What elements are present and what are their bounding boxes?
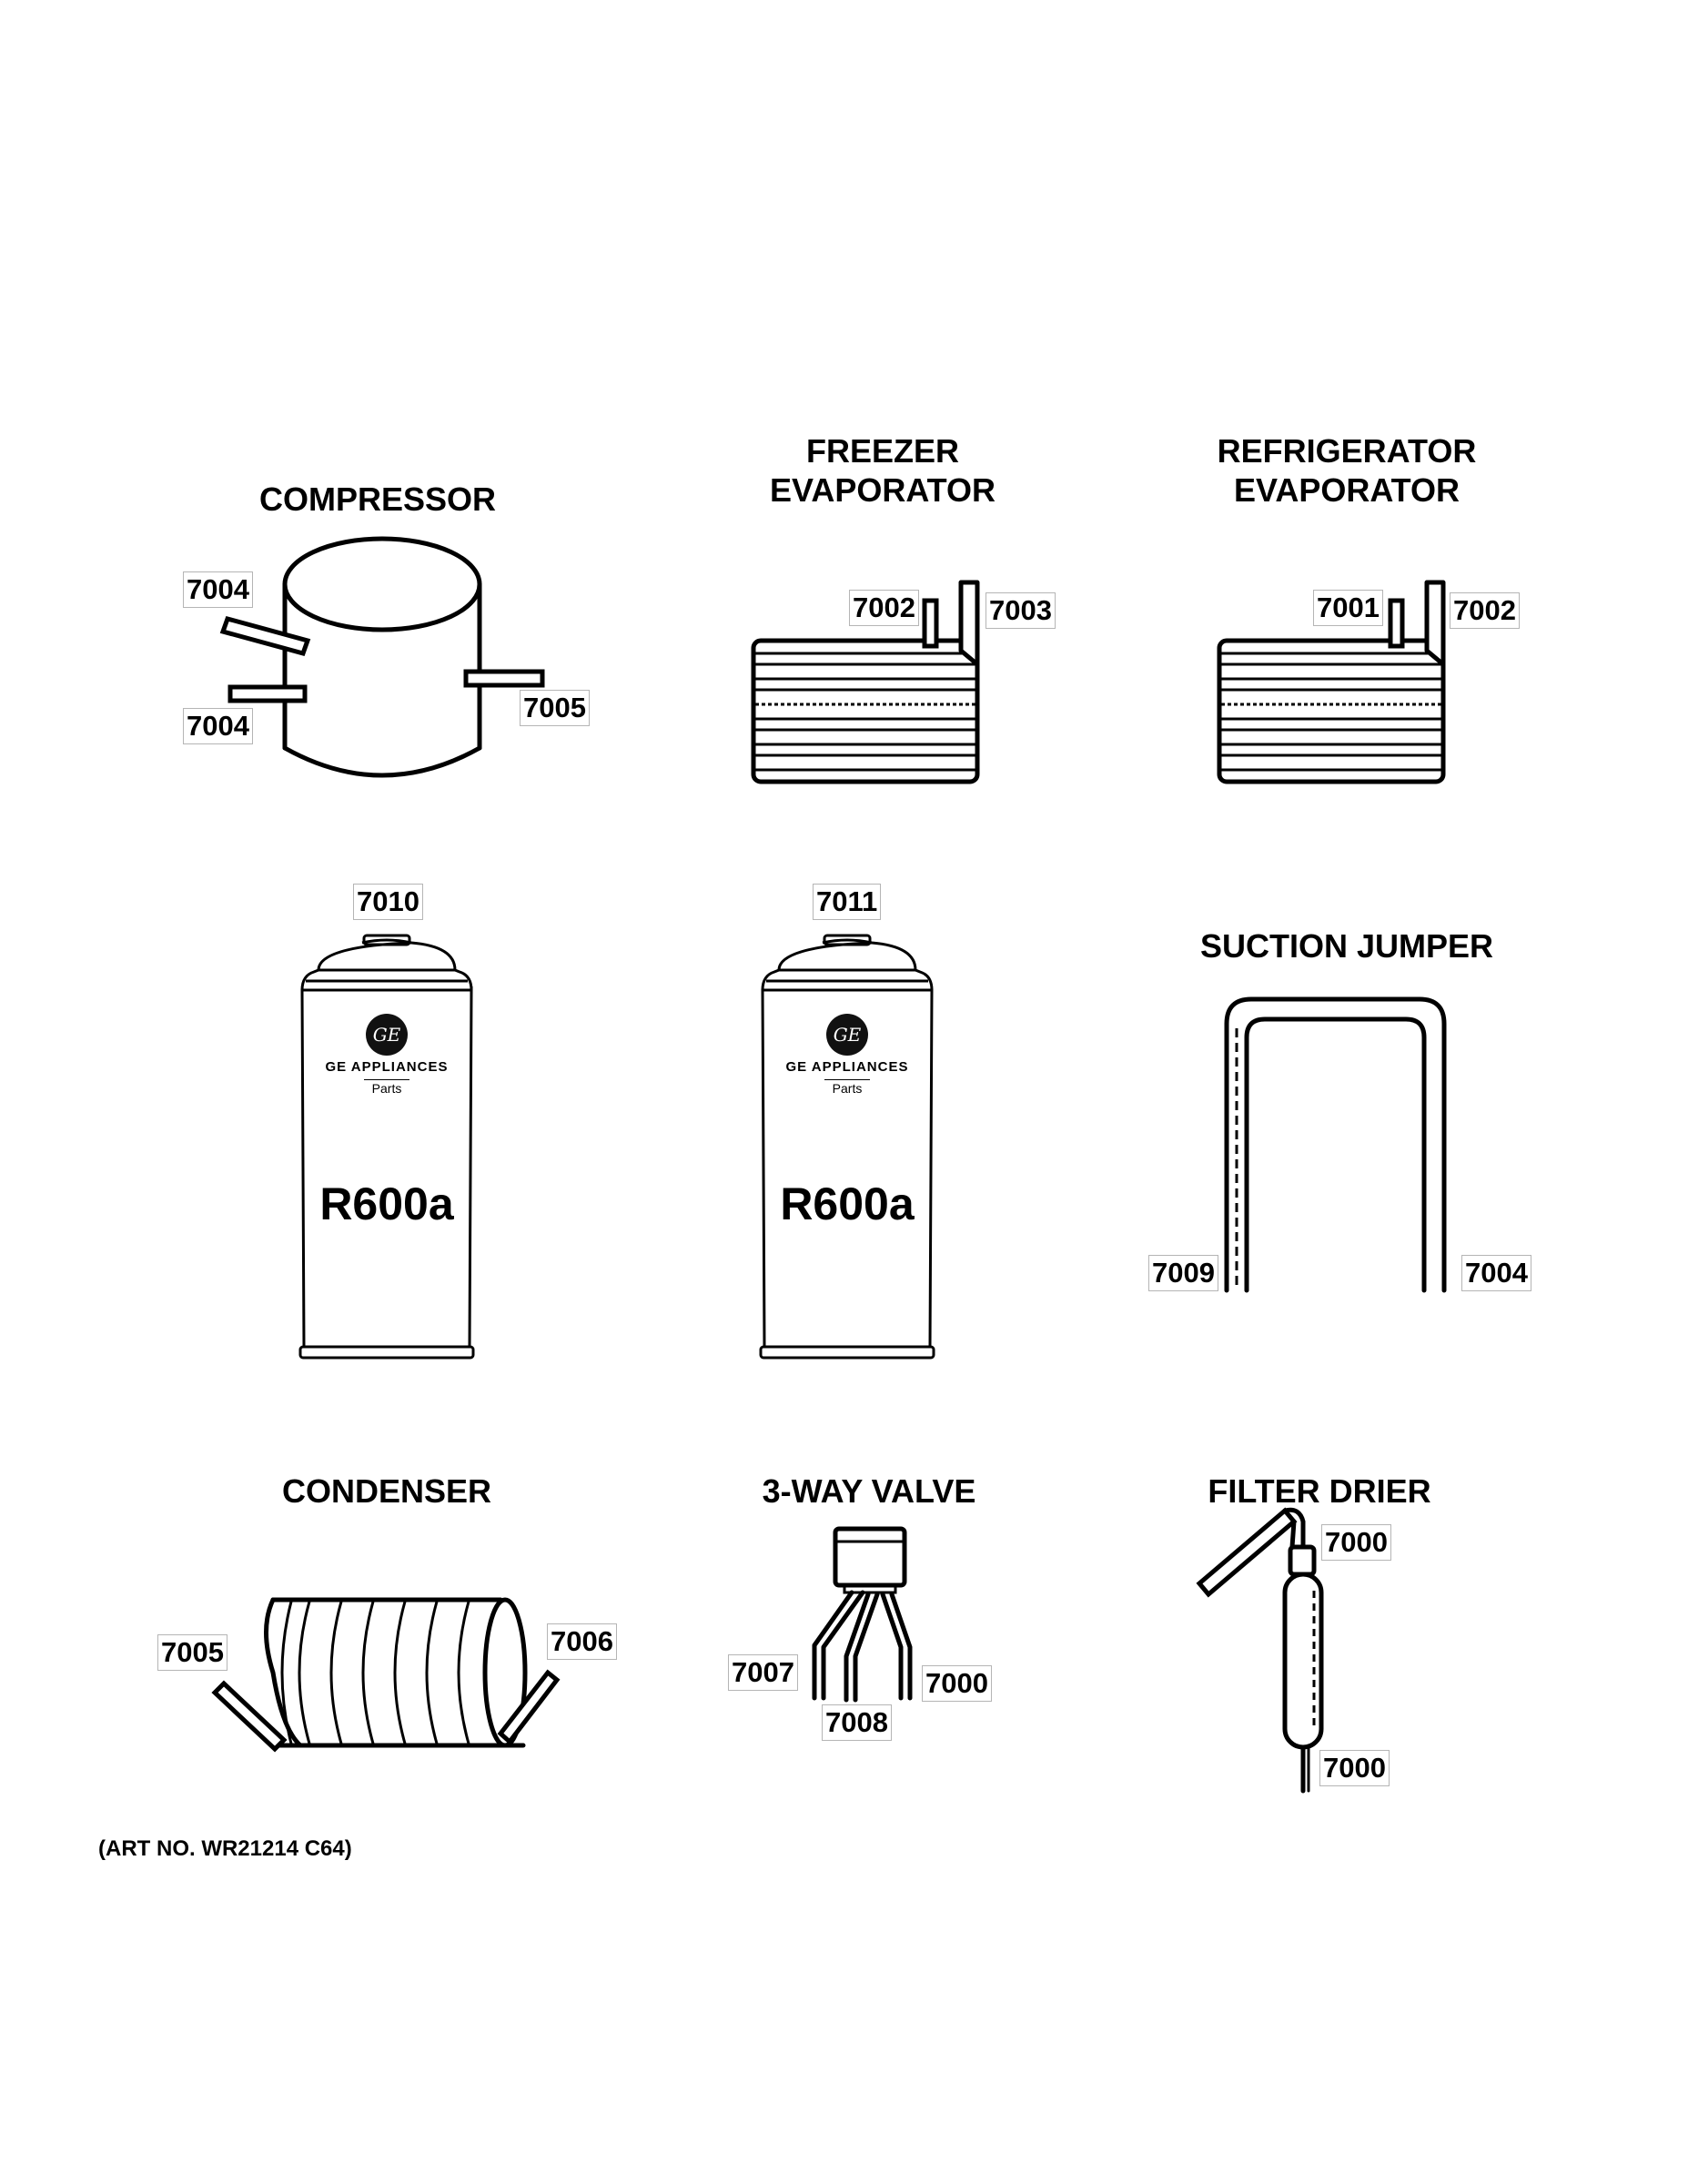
callout-refrigerator-outlet: 7002	[1450, 592, 1520, 629]
freezer-evaporator-title: FREEZER EVAPORATOR	[746, 431, 1019, 510]
freezer-evaporator-title-line1: FREEZER	[805, 432, 959, 470]
callout-freezer-inlet: 7002	[849, 590, 919, 626]
compressor-title: COMPRESSOR	[258, 480, 497, 518]
callout-jumper-left: 7009	[1148, 1255, 1218, 1291]
callout-compressor-lower: 7004	[183, 708, 253, 744]
three-way-valve-body	[833, 1526, 907, 1594]
refrigerator-evaporator-title-line1: REFRIGERATOR	[1217, 432, 1477, 470]
callout-jumper-right: 7004	[1461, 1255, 1531, 1291]
three-way-valve-port-right	[880, 1592, 913, 1701]
condenser-tube-left	[211, 1680, 288, 1753]
art-number: (ART NO. WR21214 C64)	[98, 1836, 352, 1861]
refrigerant-can-middle-body	[759, 934, 935, 1360]
callout-condenser-left: 7005	[157, 1634, 227, 1671]
filter-drier-body	[1282, 1544, 1324, 1750]
suction-jumper-tube	[1224, 996, 1447, 1293]
suction-jumper-title: SUCTION JUMPER	[1199, 927, 1494, 965]
callout-valve-middle: 7008	[822, 1704, 892, 1741]
freezer-evaporator-outlet-tube	[958, 580, 980, 667]
ge-logo-icon: GE	[826, 1014, 868, 1056]
callout-valve-left: 7007	[728, 1654, 798, 1691]
refrigerator-evaporator-title-line2: EVAPORATOR	[1233, 471, 1461, 509]
freezer-evaporator-title-line2: EVAPORATOR	[769, 471, 996, 509]
can-middle-sub: Parts	[832, 1081, 863, 1096]
compressor-tube-upper-left	[219, 615, 311, 657]
callout-refrigerator-inlet: 7001	[1313, 590, 1383, 626]
callout-condenser-right: 7006	[547, 1623, 617, 1660]
refrigerator-evaporator-inlet-tube	[1388, 598, 1405, 649]
callout-can-middle: 7011	[813, 884, 882, 920]
compressor-tube-lower-left	[227, 684, 308, 703]
refrigerator-evaporator-title: REFRIGERATOR EVAPORATOR	[1201, 431, 1492, 510]
callout-can-left: 7010	[353, 884, 423, 920]
freezer-evaporator-inlet-tube	[922, 598, 939, 649]
callout-drier-top: 7000	[1321, 1524, 1391, 1561]
can-middle-refrigerant: R600a	[780, 1178, 915, 1229]
callout-valve-right: 7000	[922, 1665, 992, 1702]
can-left-sub: Parts	[371, 1081, 402, 1096]
compressor-tube-right	[463, 669, 545, 688]
condenser-coil	[264, 1597, 528, 1748]
refrigerator-evaporator-coil	[1217, 638, 1446, 784]
callout-freezer-outlet: 7003	[986, 592, 1056, 629]
can-left-brand: GE APPLIANCES	[325, 1059, 449, 1075]
ge-logo-icon: GE	[366, 1014, 408, 1056]
callout-drier-bottom: 7000	[1319, 1750, 1390, 1786]
callout-compressor-right: 7005	[520, 690, 590, 726]
can-left-refrigerant: R600a	[319, 1178, 454, 1229]
can-middle-divider	[824, 1079, 870, 1080]
filter-drier-inlet-tube	[1196, 1507, 1306, 1598]
filter-drier-title: FILTER DRIER	[1208, 1472, 1431, 1510]
three-way-valve-port-middle	[844, 1592, 880, 1703]
condenser-tube-right	[497, 1669, 561, 1745]
filter-drier-outlet-tube	[1300, 1744, 1310, 1794]
refrigerator-evaporator-outlet-tube	[1424, 580, 1446, 667]
freezer-evaporator-coil	[751, 638, 980, 784]
three-way-valve-title: 3-WAY VALVE	[762, 1472, 976, 1510]
can-left-divider	[364, 1079, 409, 1080]
compressor-body	[282, 536, 482, 778]
callout-compressor-upper: 7004	[183, 571, 253, 608]
three-way-valve-port-left	[812, 1590, 865, 1701]
can-middle-brand: GE APPLIANCES	[785, 1059, 909, 1075]
condenser-title: CONDENSER	[281, 1472, 492, 1510]
refrigerant-can-left-body	[298, 934, 475, 1360]
